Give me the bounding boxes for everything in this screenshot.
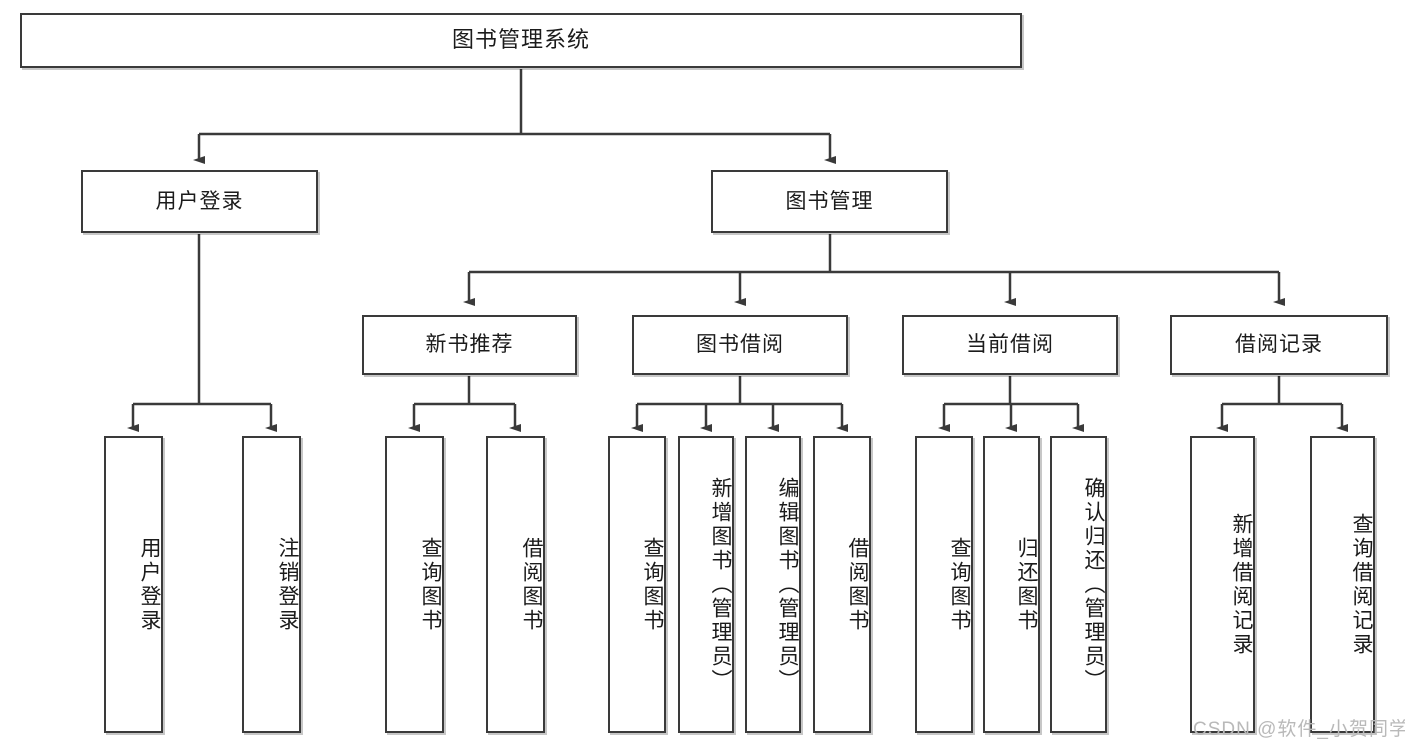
leaf-new-book-borrow[interactable]: 借阅图书 bbox=[486, 436, 545, 733]
leaf-new-book-query[interactable]: 查询图书 bbox=[385, 436, 444, 733]
leaf-user-login-signin[interactable]: 用户登录 bbox=[104, 436, 163, 733]
leaf-borrow-edit-book-admin[interactable]: 编辑图书（管理员） bbox=[745, 436, 801, 733]
leaf-borrow-query-book[interactable]: 查询图书 bbox=[608, 436, 666, 733]
node-user-login[interactable]: 用户登录 bbox=[81, 170, 318, 233]
csdn-watermark: CSDN @软件_小贺同学 bbox=[1193, 719, 1405, 740]
leaf-current-query-book[interactable]: 查询图书 bbox=[915, 436, 973, 733]
leaf-record-query[interactable]: 查询借阅记录 bbox=[1310, 436, 1375, 733]
leaf-user-login-signout[interactable]: 注销登录 bbox=[242, 436, 301, 733]
node-current-borrow[interactable]: 当前借阅 bbox=[902, 315, 1118, 375]
node-book-borrow[interactable]: 图书借阅 bbox=[632, 315, 848, 375]
node-new-book-recommend[interactable]: 新书推荐 bbox=[362, 315, 577, 375]
leaf-record-add[interactable]: 新增借阅记录 bbox=[1190, 436, 1255, 733]
node-book-management[interactable]: 图书管理 bbox=[711, 170, 948, 233]
leaf-current-return-book[interactable]: 归还图书 bbox=[983, 436, 1040, 733]
node-borrow-record[interactable]: 借阅记录 bbox=[1170, 315, 1388, 375]
leaf-borrow-add-book-admin[interactable]: 新增图书（管理员） bbox=[678, 436, 734, 733]
leaf-current-confirm-return-admin[interactable]: 确认归还（管理员） bbox=[1050, 436, 1107, 733]
leaf-borrow-borrow-book[interactable]: 借阅图书 bbox=[813, 436, 871, 733]
node-root-system[interactable]: 图书管理系统 bbox=[20, 13, 1022, 68]
